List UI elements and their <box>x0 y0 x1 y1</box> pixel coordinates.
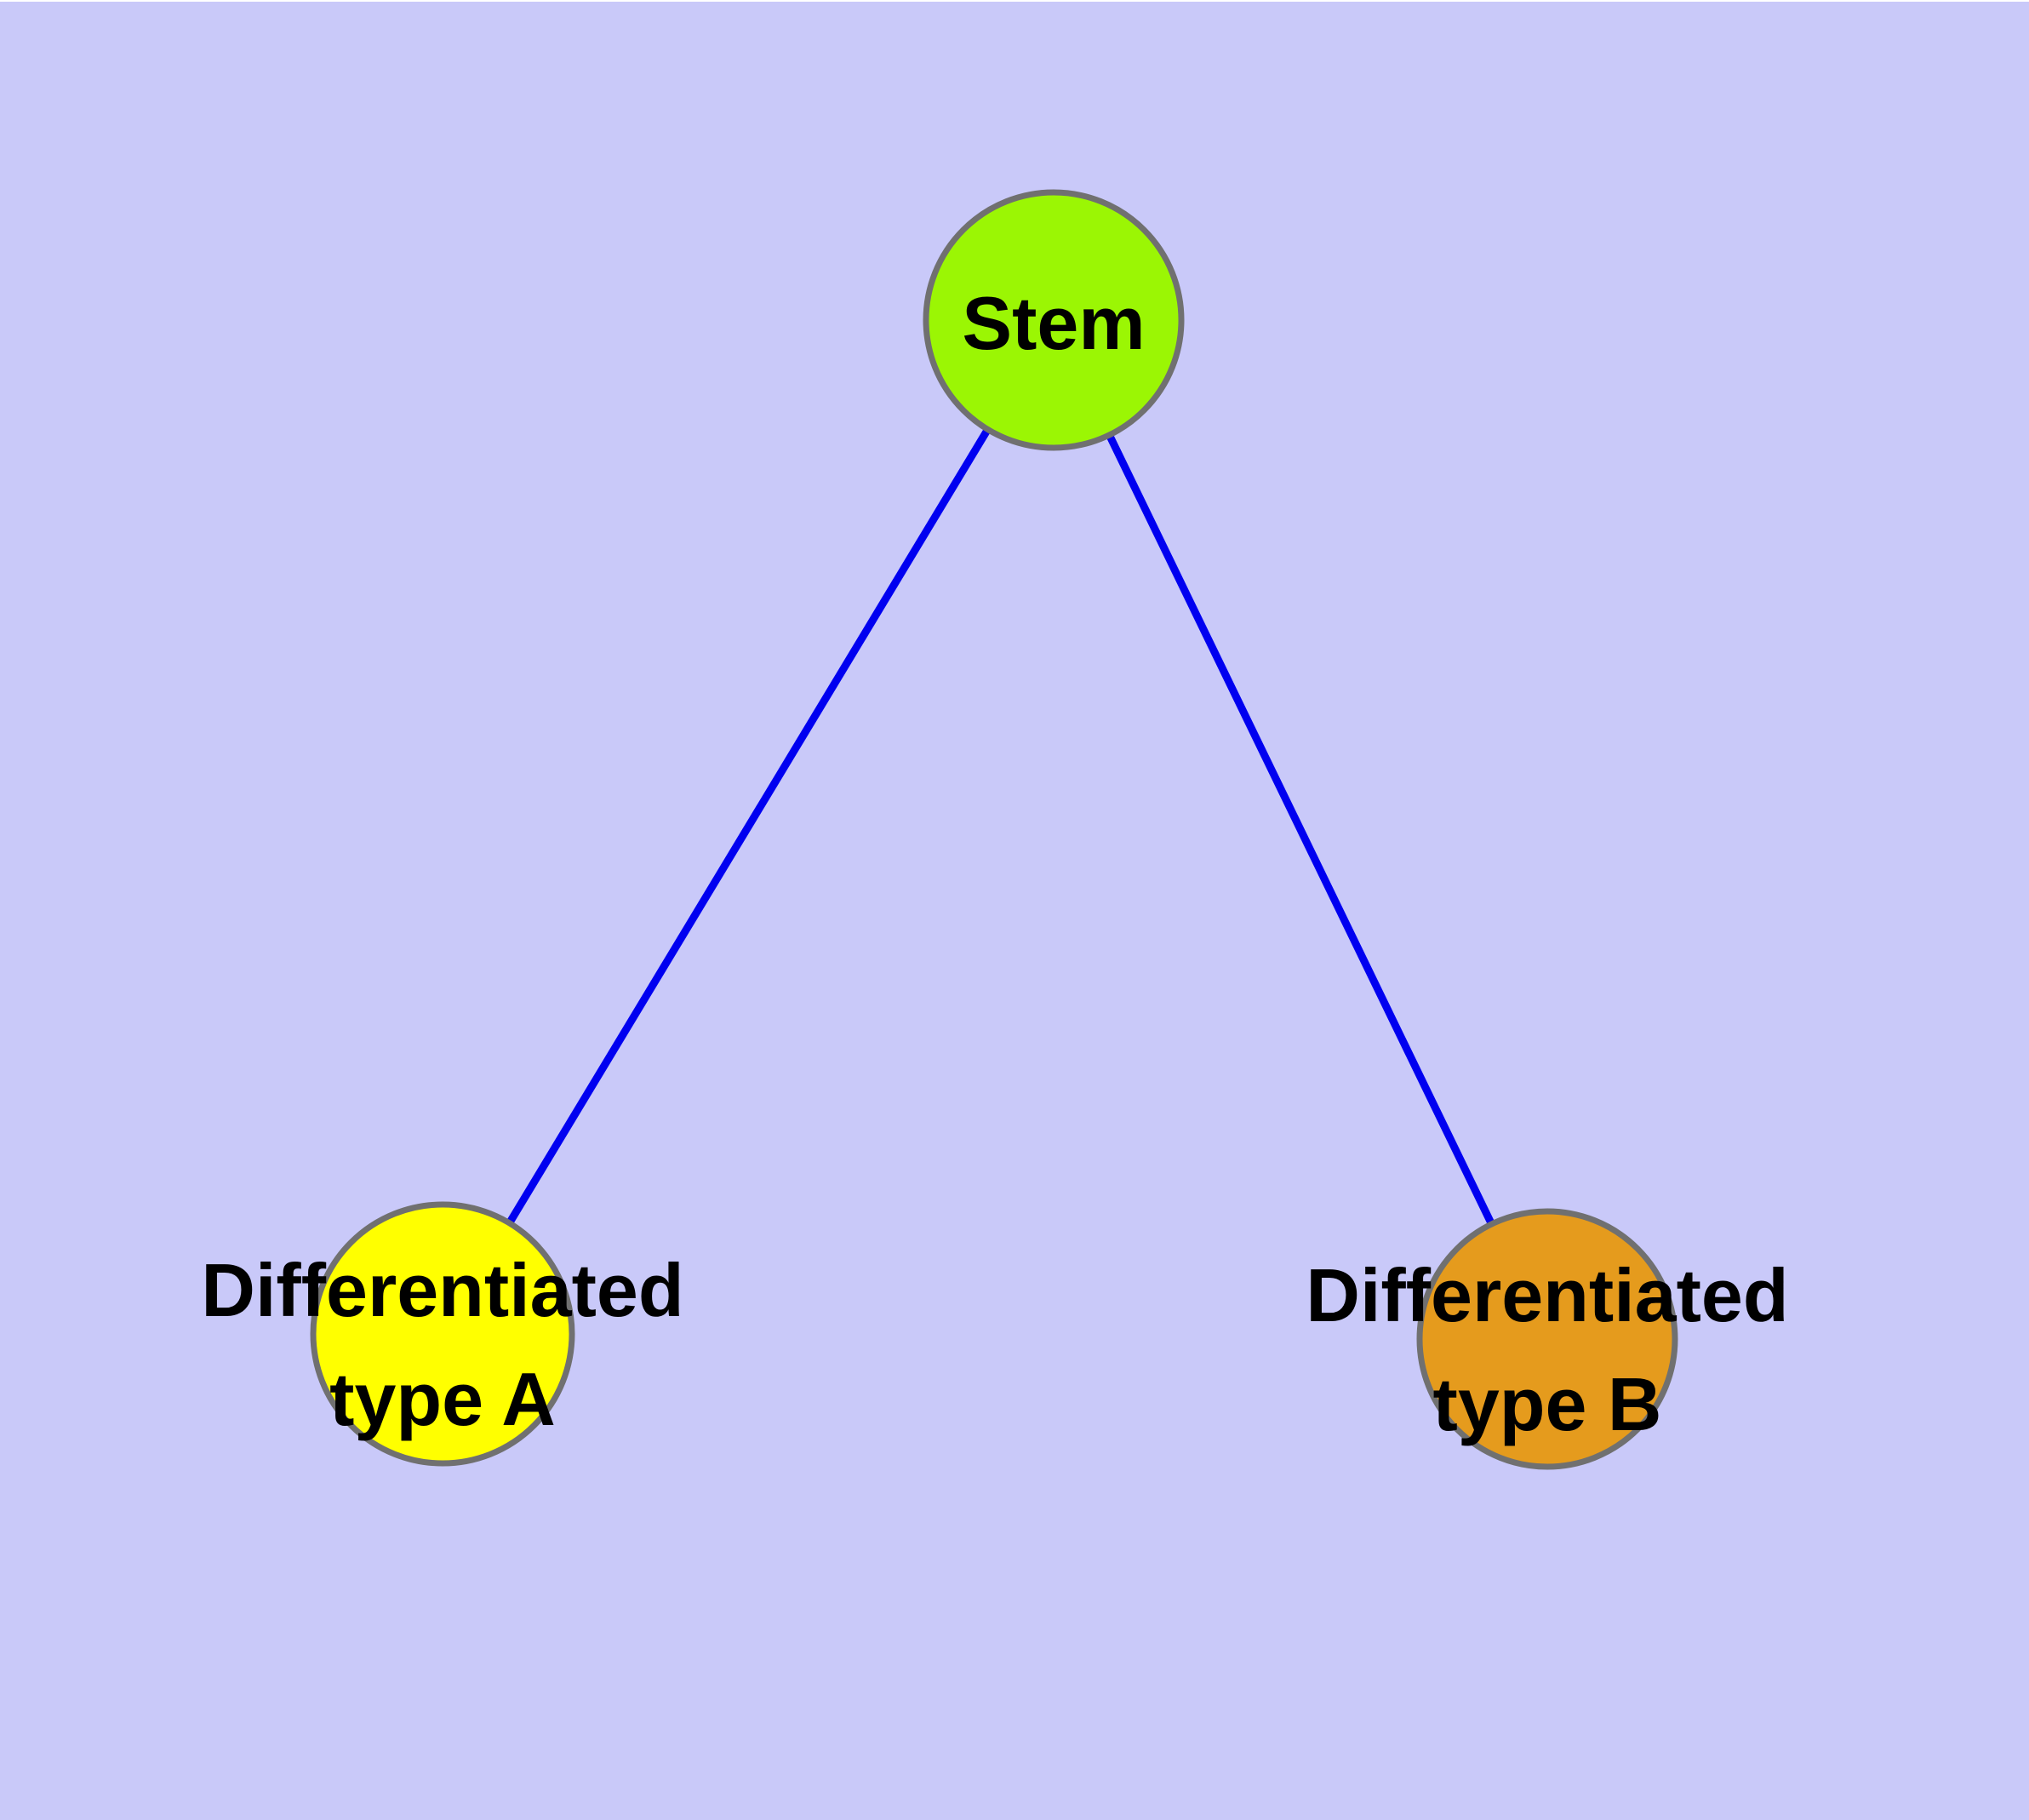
edge-stem-to-type-b <box>1049 318 1552 1341</box>
node-stem-circle <box>923 189 1185 451</box>
node-type-a-circle <box>310 1201 575 1467</box>
node-type-b-circle <box>1416 1208 1678 1470</box>
edge-stem-to-type-a <box>439 318 1057 1336</box>
